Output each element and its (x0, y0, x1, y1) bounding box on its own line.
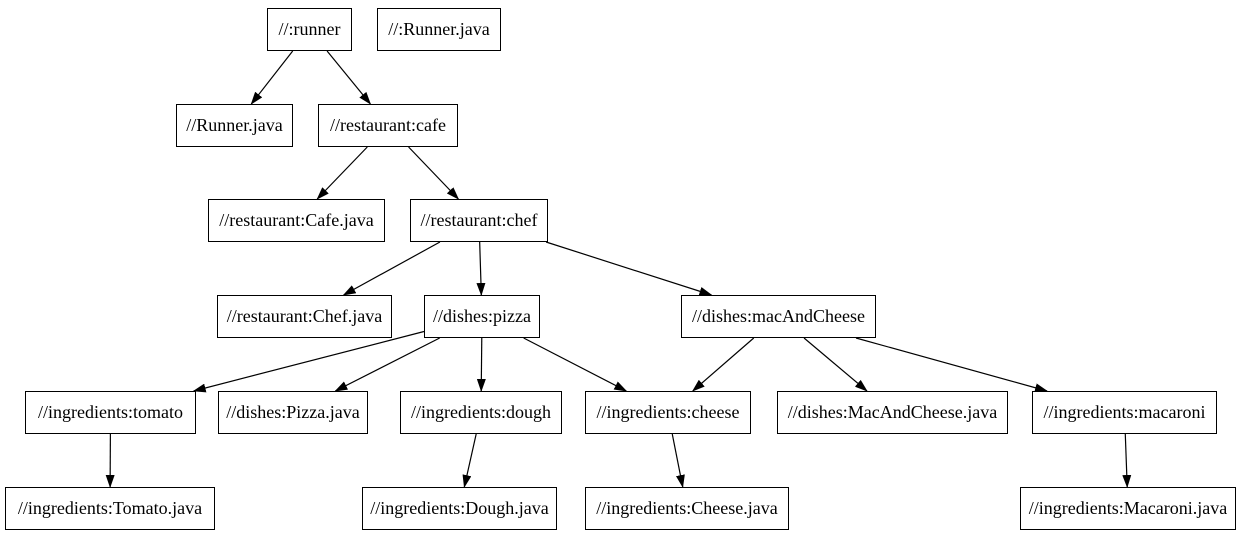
graph-node-cafe: //restaurant:cafe (318, 104, 458, 147)
graph-node-chef-java: //restaurant:Chef.java (217, 295, 392, 338)
graph-edge-mac-and-cheese-to-macaroni (855, 337, 1048, 393)
graph-node-mac-and-cheese-java: //dishes:MacAndCheese.java (777, 391, 1008, 434)
graph-node-tomato: //ingredients:tomato (25, 391, 196, 434)
graph-edge-cafe-to-cafe-java (316, 146, 368, 200)
graph-node-pizza: //dishes:pizza (424, 295, 540, 338)
graph-edge-chef-to-pizza (476, 241, 486, 296)
graph-node-runner-java: //Runner.java (176, 104, 293, 147)
graph-node-tomato-java: //ingredients:Tomato.java (5, 487, 215, 530)
graph-node-cheese-java: //ingredients:Cheese.java (585, 487, 789, 530)
graph-edge-pizza-to-tomato (192, 330, 425, 393)
graph-edge-root-runner-to-runner-java (250, 50, 294, 105)
graph-edge-mac-and-cheese-to-cheese (691, 337, 755, 392)
graph-edge-root-runner-to-cafe (326, 50, 372, 105)
graph-node-pizza-java: //dishes:Pizza.java (218, 391, 368, 434)
graph-node-macaroni: //ingredients:macaroni (1032, 391, 1217, 434)
graph-node-dough: //ingredients:dough (400, 391, 562, 434)
graph-edge-dough-to-dough-java (462, 433, 477, 488)
graph-edge-pizza-to-pizza-java (334, 337, 440, 392)
graph-edge-cafe-to-chef (408, 146, 460, 200)
graph-node-cheese: //ingredients:cheese (585, 391, 751, 434)
graph-edge-pizza-to-dough (476, 337, 486, 392)
graph-edge-chef-to-chef-java (342, 241, 441, 296)
graph-node-mac-and-cheese: //dishes:macAndCheese (681, 295, 876, 338)
graph-edge-mac-and-cheese-to-mac-and-cheese-java (803, 337, 868, 392)
graph-edge-pizza-to-cheese (523, 337, 628, 392)
graph-node-macaroni-java: //ingredients:Macaroni.java (1020, 487, 1236, 530)
graph-node-root-runner: //:runner (267, 8, 352, 51)
graph-node-dough-java: //ingredients:Dough.java (362, 487, 557, 530)
graph-edge-cheese-to-cheese-java (671, 433, 685, 488)
graph-node-root-runner-java-file: //:Runner.java (377, 8, 501, 51)
graph-edge-macaroni-to-macaroni-java (1122, 433, 1132, 488)
graph-node-cafe-java: //restaurant:Cafe.java (208, 199, 385, 242)
graph-node-chef: //restaurant:chef (410, 199, 548, 242)
graph-edge-chef-to-mac-and-cheese (545, 241, 713, 296)
